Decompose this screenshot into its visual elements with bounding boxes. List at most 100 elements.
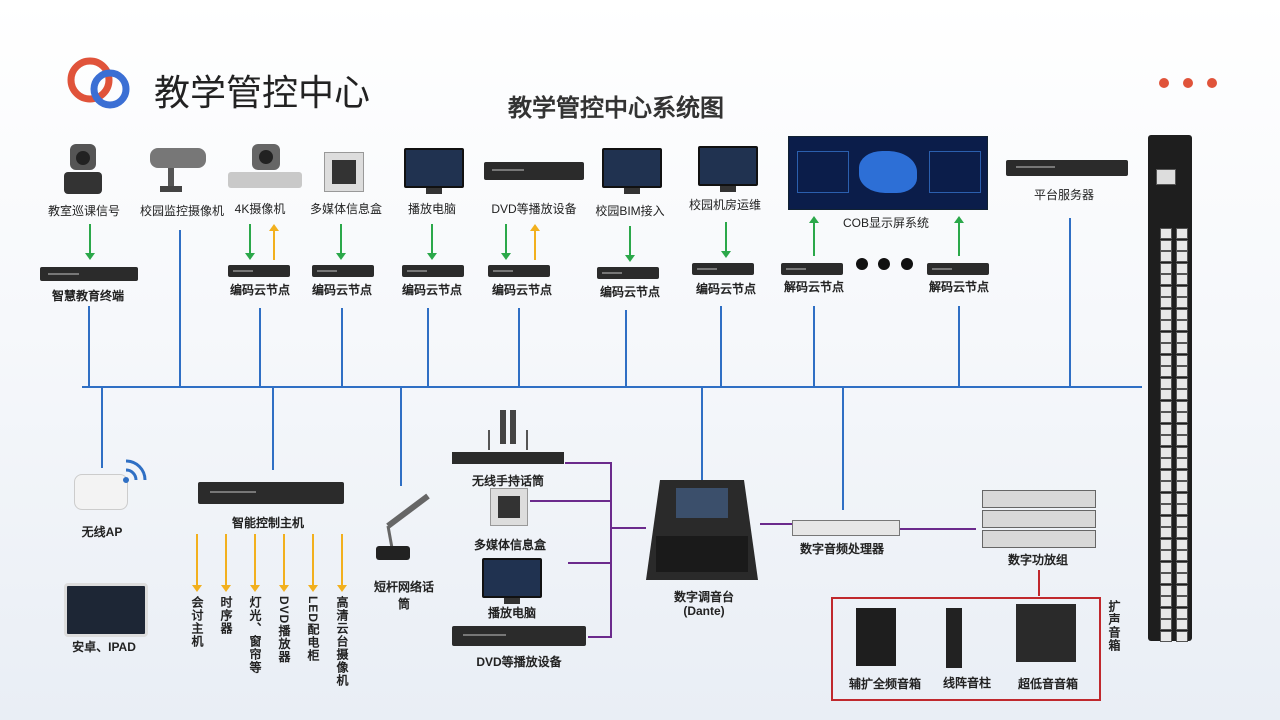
label-decode-node: 解码云节点 bbox=[928, 280, 990, 294]
controlled-device: 时序器 bbox=[219, 596, 233, 635]
label-speaker-line: 线阵音柱 bbox=[942, 676, 992, 690]
audio-link bbox=[568, 562, 611, 564]
switch-port bbox=[1160, 354, 1172, 366]
label-player-pc-2: 播放电脑 bbox=[487, 606, 537, 620]
audio-link bbox=[565, 462, 611, 464]
label-dvd-2: DVD等播放设备 bbox=[476, 655, 562, 669]
bus-drop bbox=[701, 388, 703, 480]
logo bbox=[66, 56, 136, 112]
bus-drop bbox=[101, 388, 103, 468]
switch-port bbox=[1160, 366, 1172, 377]
encode-arrow bbox=[85, 224, 95, 260]
encode-arrow bbox=[245, 224, 255, 260]
label-platform-server: 平台服务器 bbox=[1033, 188, 1095, 202]
label-gooseneck: 短杆网络话筒 bbox=[373, 580, 434, 611]
decode-node-box bbox=[781, 263, 843, 275]
platform-server-icon bbox=[1006, 160, 1128, 176]
label-cob: COB显示屏系统 bbox=[842, 216, 930, 230]
control-arrow bbox=[337, 534, 347, 592]
bus-drop bbox=[179, 230, 181, 387]
switch-port bbox=[1176, 366, 1188, 377]
label-encode-node: 编码云节点 bbox=[599, 285, 661, 299]
label-4k-camera: 4K摄像机 bbox=[234, 202, 286, 216]
label-mixer: 数字调音台 bbox=[673, 590, 735, 604]
switch-port bbox=[1176, 343, 1188, 354]
switch-port bbox=[1160, 343, 1172, 354]
label-speaker-full: 辅扩全频音箱 bbox=[848, 677, 922, 691]
switch-port bbox=[1160, 331, 1172, 343]
switch-port bbox=[1176, 320, 1188, 331]
switch-port bbox=[1176, 446, 1188, 458]
switch-port bbox=[1160, 630, 1172, 642]
bus-drop bbox=[341, 308, 343, 387]
switch-port bbox=[1176, 561, 1188, 573]
switch-port bbox=[1176, 377, 1188, 389]
monitor-icon bbox=[482, 558, 542, 604]
switch-port bbox=[1160, 492, 1172, 504]
decode-arrow bbox=[269, 224, 279, 260]
decode-arrow bbox=[530, 224, 540, 260]
switch-port bbox=[1176, 573, 1188, 584]
audio-link bbox=[530, 500, 611, 502]
subwoofer-icon bbox=[1016, 604, 1076, 662]
switch-port bbox=[1176, 630, 1188, 642]
switch-port bbox=[1160, 446, 1172, 458]
encode-node-box bbox=[228, 265, 290, 277]
switch-port bbox=[1160, 423, 1172, 435]
switch-port bbox=[1160, 527, 1172, 538]
switch-port bbox=[1176, 504, 1188, 515]
ellipsis-dots-icon bbox=[854, 256, 918, 272]
wifi-icon bbox=[122, 458, 150, 484]
switch-port bbox=[1160, 228, 1172, 239]
switch-port bbox=[1176, 469, 1188, 481]
switch-port bbox=[1176, 619, 1188, 630]
full-range-speaker-icon bbox=[856, 608, 896, 666]
media-box-icon bbox=[324, 152, 364, 192]
encode-node-box bbox=[597, 267, 659, 279]
amp-icon bbox=[982, 490, 1096, 508]
switch-port bbox=[1176, 596, 1188, 607]
menu-dots-icon[interactable] bbox=[1158, 76, 1220, 90]
label-wireless-ap: 无线AP bbox=[81, 525, 123, 539]
bus-drop bbox=[272, 388, 274, 470]
amp-icon bbox=[982, 530, 1096, 548]
bus-drop bbox=[842, 388, 844, 510]
monitor-icon bbox=[602, 148, 662, 194]
switch-port bbox=[1176, 515, 1188, 527]
switch-port bbox=[1176, 607, 1188, 619]
label-amp: 数字功放组 bbox=[1007, 553, 1069, 567]
switch-port bbox=[1176, 435, 1188, 446]
label-decode-node: 解码云节点 bbox=[783, 280, 845, 294]
bus-drop bbox=[88, 306, 90, 387]
amp-icon bbox=[982, 510, 1096, 528]
switch-port bbox=[1160, 251, 1172, 262]
switch-port bbox=[1160, 239, 1172, 251]
switch-port bbox=[1176, 228, 1188, 239]
switch-port bbox=[1160, 561, 1172, 573]
controlled-device: LED配电柜 bbox=[306, 596, 320, 662]
encode-node-box bbox=[402, 265, 464, 277]
encode-arrow bbox=[501, 224, 511, 260]
label-encode-node: 编码云节点 bbox=[491, 283, 553, 297]
switch-port bbox=[1160, 504, 1172, 515]
switch-port bbox=[1160, 619, 1172, 630]
bus-drop bbox=[518, 308, 520, 387]
speaker-group-box bbox=[831, 597, 1101, 701]
decode-node-box bbox=[927, 263, 989, 275]
monitor-icon bbox=[404, 148, 464, 194]
switch-port bbox=[1176, 400, 1188, 412]
switch-port bbox=[1160, 320, 1172, 331]
bullet-camera-icon bbox=[146, 142, 210, 196]
switch-port bbox=[1160, 607, 1172, 619]
decode-arrow bbox=[954, 216, 964, 256]
switch-port bbox=[1176, 239, 1188, 251]
label-player-pc: 播放电脑 bbox=[407, 202, 457, 216]
line-array-speaker-icon bbox=[946, 608, 962, 668]
controlled-device: 高清云台摄像机 bbox=[335, 596, 349, 687]
controlled-device: 灯光、窗帘等 bbox=[248, 596, 262, 674]
encode-node-box bbox=[692, 263, 754, 275]
switch-port bbox=[1176, 262, 1188, 274]
media-box-icon bbox=[490, 488, 528, 526]
label-mixer-sub: (Dante) bbox=[683, 604, 725, 618]
switch-port bbox=[1176, 389, 1188, 400]
